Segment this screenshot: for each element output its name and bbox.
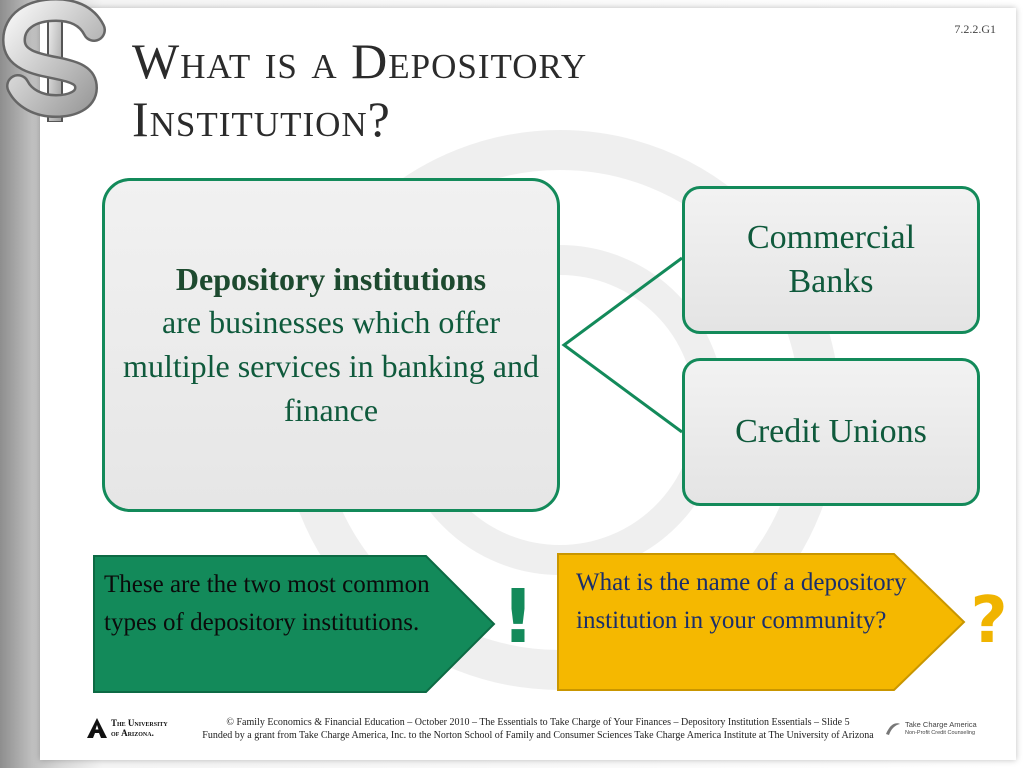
dollar-sign-icon <box>1 0 106 122</box>
tca-swoosh-icon <box>886 723 900 735</box>
commercial-banks-line-1: Commercial <box>746 219 916 256</box>
definition-text: are businesses which offer multiple serv… <box>123 304 539 428</box>
statement-arrow-shape <box>93 555 496 693</box>
tca-logo-line-2: Non-Profit Credit Counseling <box>905 730 976 736</box>
question-arrow-shape <box>557 553 966 691</box>
definition-term: Depository institutions <box>175 261 487 297</box>
statement-text: These are the two most common types of d… <box>104 571 430 636</box>
slide-code: 7.2.2.G1 <box>954 22 996 36</box>
slide-title: What is a Depository Institution? <box>132 32 892 148</box>
ua-logo-line-2: of Arizona. <box>111 728 154 738</box>
arizona-a-icon <box>87 718 107 738</box>
title-line-1: What is a Depository <box>132 33 588 89</box>
connector-lines <box>561 256 683 434</box>
tca-logo-line-1: Take Charge America <box>905 720 977 729</box>
footer: © Family Economics & Financial Education… <box>180 716 896 742</box>
take-charge-america-logo: Take Charge America Non-Profit Credit Co… <box>884 718 992 740</box>
question-text: What is the name of a depository institu… <box>576 569 907 634</box>
credit-unions-box: Credit Unions <box>682 358 980 506</box>
definition-box: Depository institutions are businesses w… <box>102 178 560 512</box>
exclamation-icon: ! <box>501 574 535 660</box>
university-of-arizona-logo: The University of Arizona. <box>86 716 182 740</box>
question-mark-icon: ? <box>970 584 1008 658</box>
ua-logo-line-1: The University <box>111 718 168 728</box>
title-line-2: Institution? <box>132 91 391 147</box>
credit-unions-label: Credit Unions <box>735 413 927 450</box>
footer-line-2: Funded by a grant from Take Charge Ameri… <box>202 730 874 741</box>
footer-line-1: © Family Economics & Financial Education… <box>226 717 850 728</box>
commercial-banks-line-2: Banks <box>788 263 874 300</box>
commercial-banks-box: Commercial Banks <box>682 186 980 334</box>
